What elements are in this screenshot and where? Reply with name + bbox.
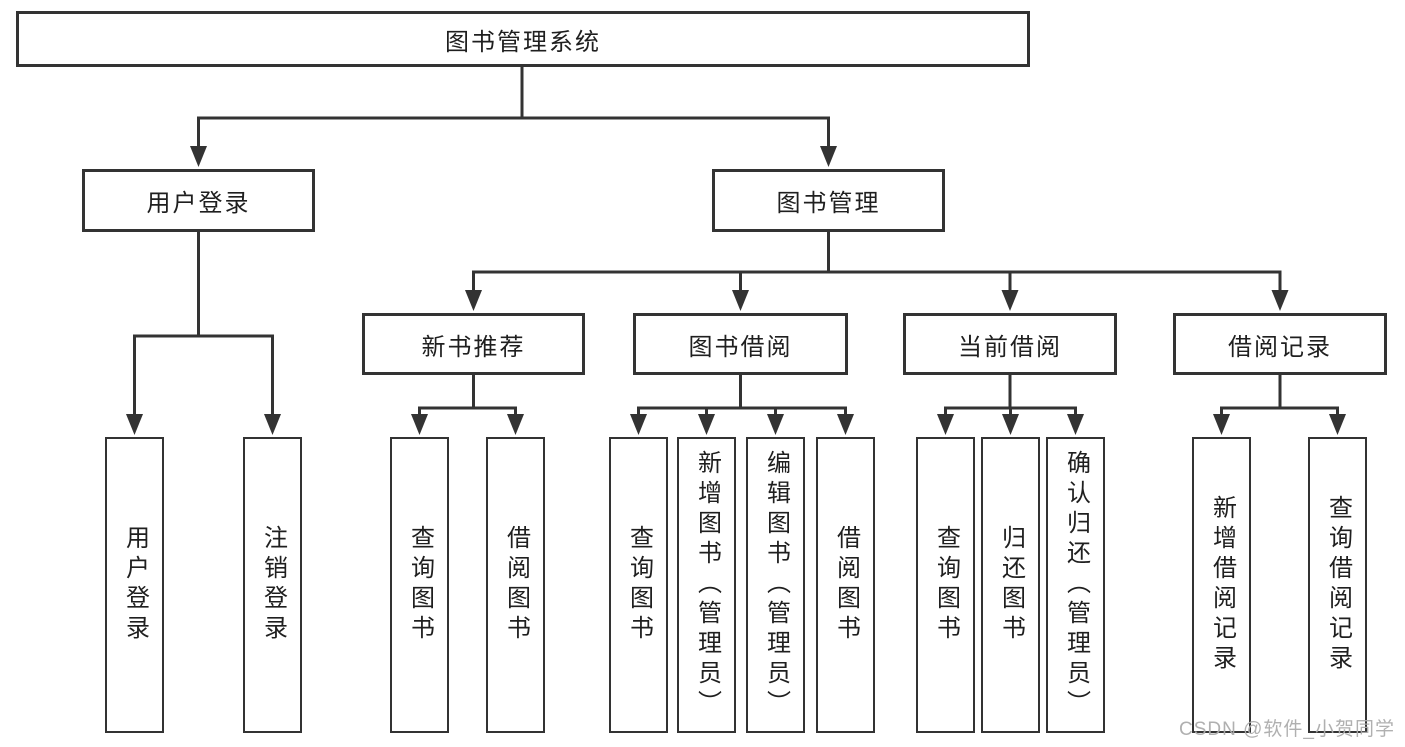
leaf-user-login: 用户登录: [105, 437, 164, 733]
arrowheads: [126, 146, 1346, 435]
node-current-borrow: 当前借阅: [903, 313, 1117, 375]
node-user-login: 用户登录: [82, 169, 315, 232]
leaf-query-borrow-record: 查询借阅记录: [1308, 437, 1367, 733]
leaf-borrow-books: 借阅图书: [816, 437, 875, 733]
node-new-book-recommend: 新书推荐: [362, 313, 585, 375]
leaf-edit-book-admin: 编辑图书（管理员）: [746, 437, 805, 733]
leaf-label: 注销登录: [259, 525, 287, 645]
node-label: 新书推荐: [421, 333, 526, 361]
leaf-label: 新增图书（管理员）: [693, 450, 721, 720]
leaf-borrow-books-recommend: 借阅图书: [486, 437, 545, 733]
node-label: 图书借阅: [688, 333, 793, 361]
node-label: 图书管理: [776, 190, 881, 217]
leaf-query-books-current: 查询图书: [916, 437, 975, 733]
node-label: 借阅记录: [1228, 333, 1332, 361]
leaf-label: 确认归还（管理员）: [1062, 450, 1090, 720]
leaf-label: 查询图书: [406, 525, 434, 645]
node-borrow-records: 借阅记录: [1173, 313, 1387, 375]
leaf-confirm-return-admin: 确认归还（管理员）: [1046, 437, 1105, 733]
leaf-label: 编辑图书（管理员）: [762, 450, 790, 720]
leaf-return-book: 归还图书: [981, 437, 1040, 733]
node-label: 图书管理系统: [445, 28, 601, 56]
leaf-label: 借阅图书: [502, 525, 530, 645]
leaf-label: 归还图书: [997, 525, 1025, 645]
leaf-query-books-recommend: 查询图书: [390, 437, 449, 733]
node-book-borrow: 图书借阅: [633, 313, 848, 375]
leaf-label: 查询图书: [625, 525, 653, 645]
node-book-management: 图书管理: [712, 169, 945, 232]
leaf-label: 用户登录: [121, 525, 149, 645]
leaf-logout: 注销登录: [243, 437, 302, 733]
leaf-label: 新增借阅记录: [1208, 495, 1236, 675]
leaf-label: 查询图书: [932, 525, 960, 645]
csdn-watermark: CSDN @软件_小贺同学: [1179, 719, 1395, 740]
leaf-add-borrow-record: 新增借阅记录: [1192, 437, 1251, 733]
leaf-label: 借阅图书: [832, 525, 860, 645]
leaf-add-book-admin: 新增图书（管理员）: [677, 437, 736, 733]
node-label: 用户登录: [146, 190, 251, 217]
leaf-label: 查询借阅记录: [1324, 495, 1352, 675]
node-label: 当前借阅: [958, 333, 1062, 361]
leaf-query-books-borrow: 查询图书: [609, 437, 668, 733]
node-root-system: 图书管理系统: [16, 11, 1030, 67]
